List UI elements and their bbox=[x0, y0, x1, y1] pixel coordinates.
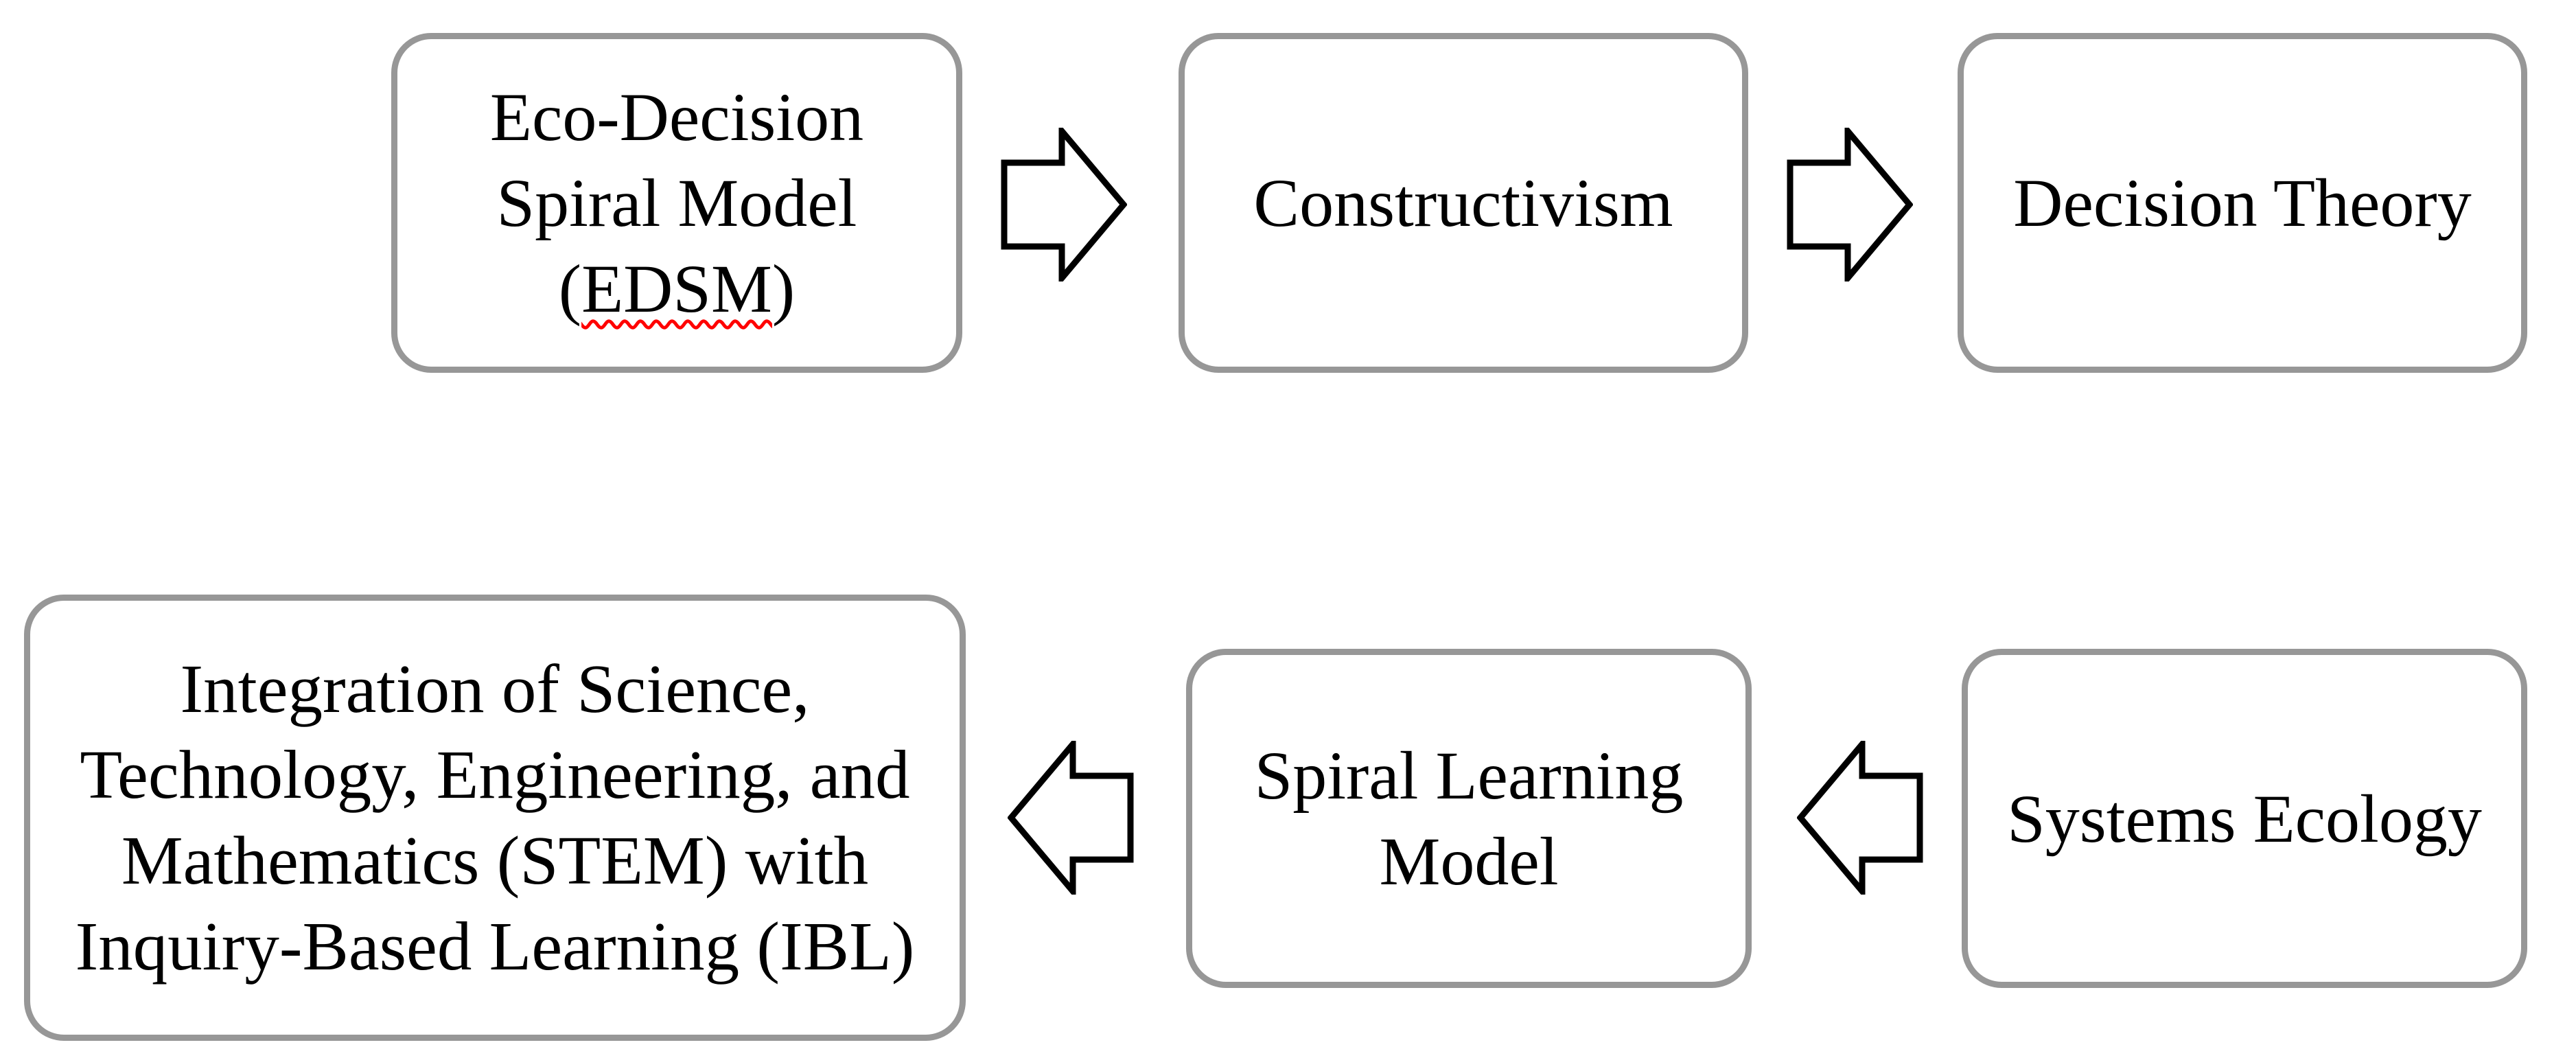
node-label-line: Spiral Learning bbox=[1254, 737, 1684, 814]
paren-open: ( bbox=[558, 251, 582, 327]
node-eco-decision-spiral-model: Eco-Decision Spiral Model (EDSM) bbox=[391, 33, 962, 373]
paren-close: ) bbox=[771, 251, 796, 327]
edsm-abbreviation-spellcheck: EDSM bbox=[581, 251, 772, 327]
node-label-line: Eco-Decision bbox=[489, 79, 864, 155]
left-arrow-icon bbox=[1008, 741, 1134, 895]
node-constructivism: Constructivism bbox=[1179, 33, 1748, 373]
node-systems-ecology: Systems Ecology bbox=[1962, 649, 2527, 988]
node-label-line: (EDSM) bbox=[559, 246, 795, 332]
node-spiral-learning-model: Spiral Learning Model bbox=[1186, 649, 1752, 988]
node-label-line: Integration of Science, bbox=[180, 650, 810, 727]
node-label-line: Inquiry-Based Learning (IBL) bbox=[75, 908, 915, 985]
node-label-line: Mathematics (STEM) with bbox=[121, 822, 869, 899]
node-label-line: Model bbox=[1379, 823, 1559, 899]
right-arrow-icon bbox=[1001, 128, 1127, 281]
node-decision-theory: Decision Theory bbox=[1958, 33, 2527, 373]
node-stem-ibl-integration: Integration of Science, Technology, Engi… bbox=[24, 595, 966, 1041]
right-arrow-icon bbox=[1787, 128, 1913, 281]
node-label-line: Decision Theory bbox=[2013, 165, 2472, 241]
left-arrow-icon bbox=[1797, 741, 1923, 895]
node-label-line: Technology, Engineering, and bbox=[80, 736, 910, 813]
node-label-line: Spiral Model bbox=[496, 165, 857, 241]
node-label-line: Systems Ecology bbox=[2007, 780, 2482, 857]
node-label-line: Constructivism bbox=[1253, 165, 1673, 241]
